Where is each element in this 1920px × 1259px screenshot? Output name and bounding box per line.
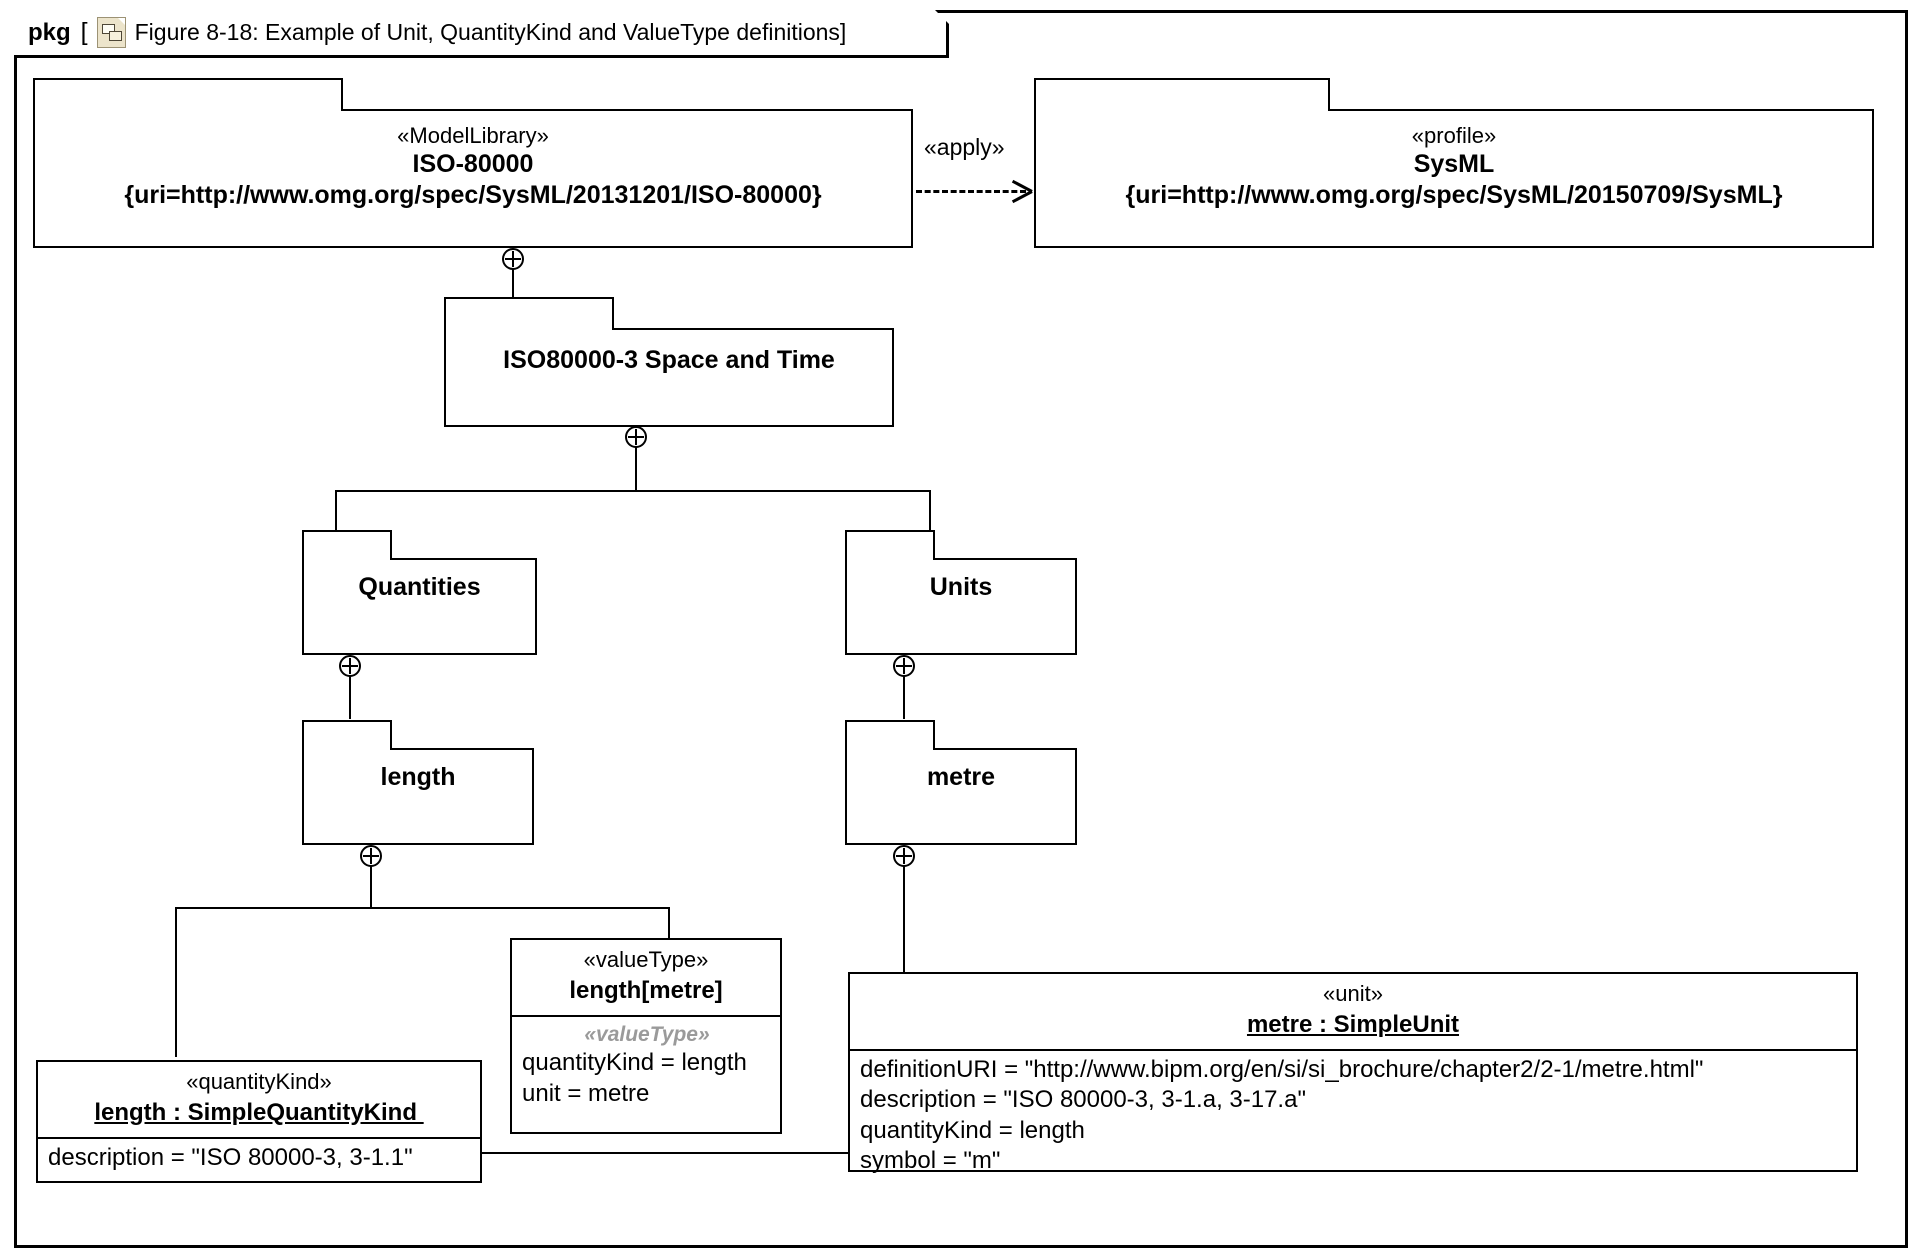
value-type-element[interactable]: «valueType» length[metre] «valueType» qu… — [510, 938, 782, 1134]
value-type-stereotype: «valueType» — [583, 947, 709, 972]
containment-line — [903, 675, 905, 719]
package-tab — [33, 78, 343, 111]
compartment-separator — [512, 1014, 780, 1017]
package-metre[interactable]: metre — [845, 720, 1077, 845]
package-body: «profile» SysML {uri=http://www.omg.org/… — [1034, 109, 1874, 248]
value-type-compartment-stereotype: «valueType» — [584, 1022, 710, 1046]
package-units[interactable]: Units — [845, 530, 1077, 655]
quantity-kind-header: «quantityKind» length : SimpleQuantityKi… — [38, 1062, 480, 1137]
package-uri: {uri=http://www.omg.org/spec/SysML/20131… — [124, 181, 822, 210]
property-row: quantityKind = length — [860, 1116, 1085, 1144]
property-row: quantityKind = length — [522, 1049, 747, 1077]
value-type-header: «valueType» length[metre] — [512, 940, 780, 1015]
package-tab — [845, 720, 935, 750]
property-row: description = "ISO 80000-3, 3-1.a, 3-17.… — [860, 1086, 1306, 1114]
compartment-separator — [850, 1048, 1856, 1051]
package-name: Units — [929, 573, 993, 601]
package-sysml[interactable]: «profile» SysML {uri=http://www.omg.org/… — [1034, 78, 1874, 248]
package-stereotype: «ModelLibrary» — [397, 123, 549, 148]
property-row: unit = metre — [522, 1079, 650, 1107]
value-type-name: length[metre] — [569, 976, 723, 1004]
package-uri: {uri=http://www.omg.org/spec/SysML/20150… — [1125, 181, 1783, 210]
unit-properties: definitionURI = "http://www.bipm.org/en/… — [850, 1051, 1856, 1183]
package-body: ISO80000-3 Space and Time — [444, 328, 894, 427]
unit-stereotype: «unit» — [1323, 981, 1383, 1006]
quantity-kind-stereotype: «quantityKind» — [186, 1069, 332, 1094]
containment-line — [512, 268, 514, 300]
quantity-kind-element[interactable]: «quantityKind» length : SimpleQuantityKi… — [36, 1060, 482, 1183]
package-iso80000-3[interactable]: ISO80000-3 Space and Time — [444, 297, 894, 427]
bracket-open: [ — [80, 18, 88, 46]
compartment-separator — [38, 1136, 480, 1139]
apply-dependency-label: «apply» — [924, 134, 1005, 160]
association-line — [482, 1152, 854, 1154]
package-tab — [302, 530, 392, 560]
diagram-title: Figure 8-18: Example of Unit, QuantityKi… — [134, 19, 847, 45]
containment-line — [175, 907, 670, 909]
property-row: symbol = "m" — [860, 1147, 1001, 1175]
containment-marker — [502, 248, 524, 270]
containment-line — [668, 907, 670, 940]
package-icon — [97, 17, 126, 48]
containment-line — [335, 490, 931, 492]
containment-line — [903, 865, 905, 975]
package-quantities[interactable]: Quantities — [302, 530, 537, 655]
package-body: length — [302, 748, 534, 845]
unit-element[interactable]: «unit» metre : SimpleUnit definitionURI … — [848, 972, 1858, 1174]
containment-marker — [625, 426, 647, 448]
containment-line — [370, 865, 372, 909]
package-name: ISO80000-3 Space and Time — [503, 346, 835, 374]
unit-name: metre : SimpleUnit — [1246, 1010, 1460, 1038]
containment-line — [335, 490, 337, 532]
package-body: «ModelLibrary» ISO-80000 {uri=http://www… — [33, 109, 913, 248]
package-tab — [444, 297, 614, 330]
containment-line — [349, 675, 351, 719]
containment-line — [175, 907, 177, 1057]
apply-dependency-line — [916, 190, 1026, 193]
unit-header: «unit» metre : SimpleUnit — [850, 974, 1856, 1049]
containment-marker — [893, 655, 915, 677]
package-tab — [845, 530, 935, 560]
package-body: Units — [845, 558, 1077, 655]
diagram-frame-header: pkg [ Figure 8-18: Example of Unit, Quan… — [14, 10, 949, 58]
containment-line — [635, 446, 637, 491]
property-row: definitionURI = "http://www.bipm.org/en/… — [860, 1055, 1704, 1083]
pkg-keyword: pkg — [28, 18, 71, 46]
containment-line — [929, 490, 931, 532]
package-tab — [302, 720, 392, 750]
package-stereotype: «profile» — [1411, 123, 1497, 148]
containment-marker — [893, 845, 915, 867]
package-body: Quantities — [302, 558, 537, 655]
property-row: description = "ISO 80000-3, 3-1.1" — [48, 1143, 413, 1171]
package-iso-80000[interactable]: «ModelLibrary» ISO-80000 {uri=http://www… — [33, 78, 913, 248]
package-length[interactable]: length — [302, 720, 534, 845]
package-name: Quantities — [358, 573, 481, 601]
package-body: metre — [845, 748, 1077, 845]
package-name: length — [380, 763, 456, 791]
containment-marker — [339, 655, 361, 677]
value-type-properties: «valueType» quantityKind = length unit =… — [512, 1017, 780, 1115]
package-tab — [1034, 78, 1330, 111]
containment-marker — [360, 845, 382, 867]
quantity-kind-properties: description = "ISO 80000-3, 3-1.1" — [38, 1139, 480, 1179]
package-name: SysML — [1413, 149, 1495, 178]
quantity-kind-name: length : SimpleQuantityKind — [94, 1098, 424, 1126]
package-name: metre — [926, 763, 996, 791]
package-name: ISO-80000 — [412, 149, 534, 178]
